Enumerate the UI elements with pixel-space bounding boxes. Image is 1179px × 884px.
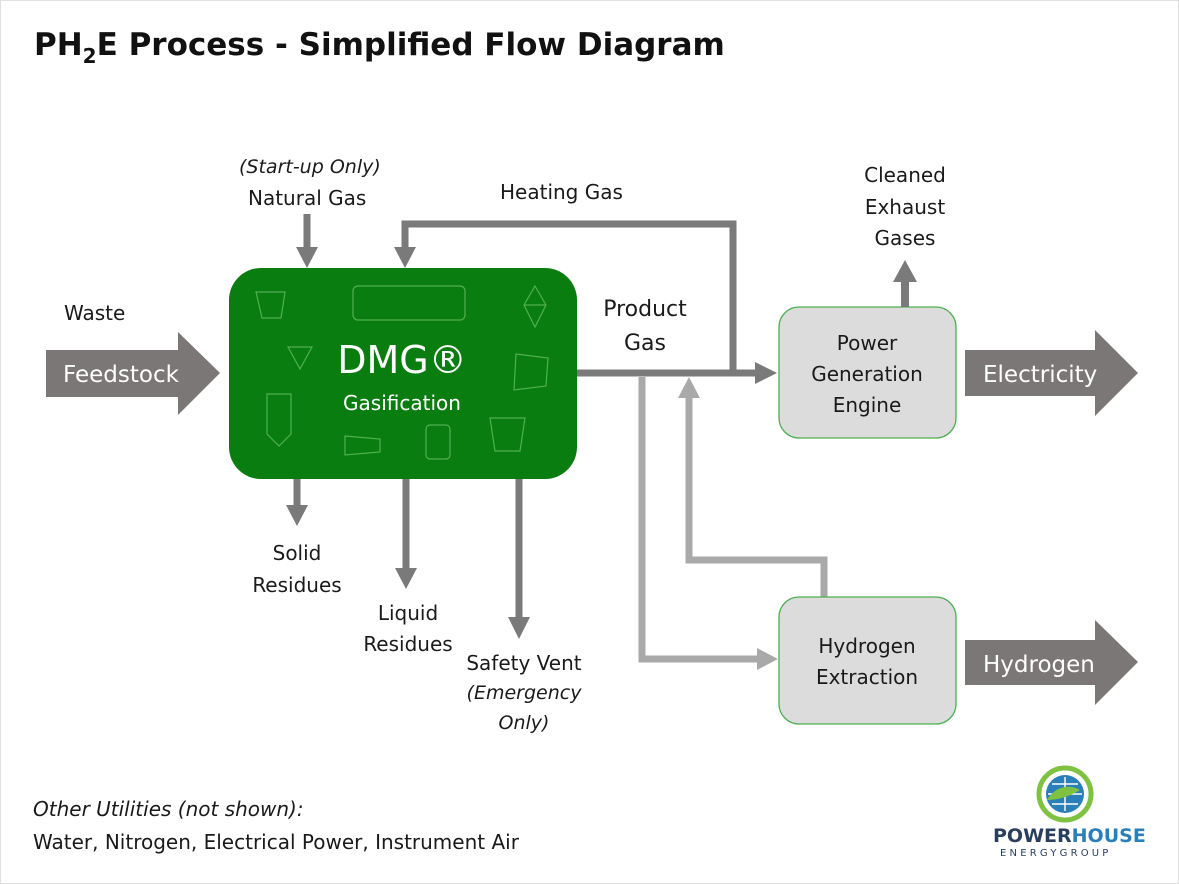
natural-gas-arrowhead [296,247,318,268]
feedstock-label: Feedstock [63,362,180,388]
hydrogen-label: Hydrogen [983,652,1095,678]
natural-gas-note: (Start-up Only) [239,156,381,178]
safety-vent-label-1: Safety Vent [466,651,581,675]
exhaust-arrowhead [893,260,917,282]
solid-residue-arrowhead [286,505,308,526]
triangle-icon [286,346,314,371]
feedstock-arrow [46,332,220,415]
power-generation-engine-box [778,306,957,439]
dmg-gasifier-box [229,268,577,479]
hydrogen-return-arrowhead [678,377,700,398]
electricity-label: Electricity [983,362,1097,388]
dmg-subtitle: Gasification [343,391,461,415]
waste-label: Waste [64,301,125,325]
gasifier-decorative-shapes [255,284,549,460]
dmg-title: DMG® [337,338,467,382]
page-title: PH2E Process - Simplified Flow Diagram [34,27,725,68]
diamond-icon [523,284,547,329]
quad-icon [513,353,549,391]
cup-icon [489,417,526,452]
heating-gas-arrowhead [394,247,416,268]
exhaust-label-3: Gases [875,226,936,250]
power-engine-label-2: Generation [811,362,923,386]
product-gas-label-2: Gas [624,331,666,356]
logo-wordmark: POWERHOUSE [993,825,1146,847]
logo-tagline: ENERGYGROUP [1000,848,1112,859]
safety-vent-label-2: (Emergency [467,682,583,704]
utilities-list: Water, Nitrogen, Electrical Power, Instr… [33,830,520,854]
small-trapezoid-icon [344,435,381,456]
rounded-rect-icon [352,285,466,321]
power-engine-label-1: Power [837,331,898,355]
exhaust-label-2: Exhaust [865,195,946,219]
liquid-residue-arrowhead [395,568,417,589]
powerhouse-logo: POWERHOUSE ENERGYGROUP [993,765,1146,859]
hydrogen-box-label-1: Hydrogen [818,634,915,658]
trapezoid-icon [255,291,286,319]
exhaust-label-1: Cleaned [864,163,946,187]
natural-gas-label: Natural Gas [248,186,366,210]
safety-vent-arrowhead [508,617,530,639]
safety-vent-label-3: Only) [499,712,550,734]
product-gas-label-1: Product [603,297,687,322]
product-gas-arrowhead [755,362,777,384]
electricity-arrow [965,330,1138,416]
logo-leaf-icon [1047,786,1080,800]
hydrogen-feed-arrowhead [757,648,778,670]
hydrogen-feed-line [638,377,760,663]
power-engine-label-3: Engine [833,393,902,417]
solid-residues-label-2: Residues [252,573,341,597]
utilities-note: Other Utilities (not shown): [33,797,304,821]
solid-residues-label-1: Solid [273,541,322,565]
hydrogen-return-line [685,395,828,597]
logo-ring-icon [1036,765,1094,823]
hydrogen-box-label-2: Extraction [816,665,918,689]
small-rect-icon [425,424,451,460]
hydrogen-arrow [965,620,1138,705]
liquid-residues-label-1: Liquid [378,601,438,625]
heating-gas-label: Heating Gas [500,180,623,204]
liquid-residues-label-2: Residues [363,632,452,656]
heating-gas-line [401,220,737,373]
hydrogen-extraction-box [778,596,957,725]
pentagon-icon [266,393,292,447]
